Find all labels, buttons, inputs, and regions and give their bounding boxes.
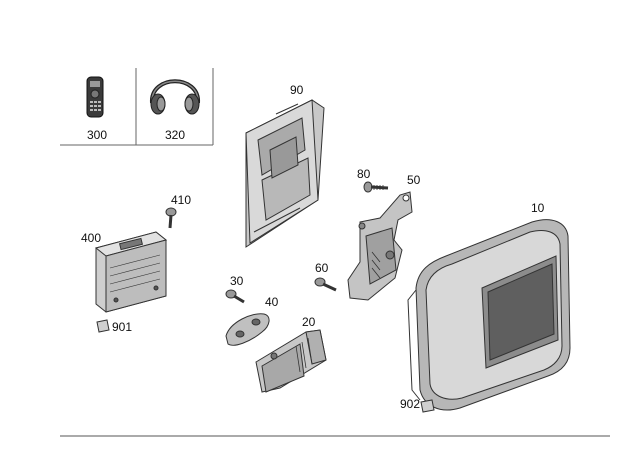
label-400: 400 — [81, 231, 101, 245]
label-320: 320 — [165, 128, 185, 142]
label-20: 20 — [302, 315, 316, 329]
clip-part — [225, 313, 270, 346]
rubber-pad-icon — [420, 399, 435, 413]
headphones-icon — [149, 79, 201, 115]
label-410: 410 — [171, 193, 191, 207]
screw-icon — [314, 277, 337, 292]
label-30: 30 — [230, 274, 244, 288]
label-90: 90 — [290, 83, 304, 97]
label-902: 902 — [400, 397, 420, 411]
label-40: 40 — [265, 295, 279, 309]
screw-icon — [225, 289, 245, 304]
screw-icon — [363, 181, 389, 193]
accessory-box — [60, 68, 214, 146]
module-unit-part — [94, 231, 168, 313]
rear-cover-part — [245, 99, 325, 248]
label-50: 50 — [407, 173, 421, 187]
label-300: 300 — [87, 128, 107, 142]
latch-mechanism-part — [255, 329, 327, 393]
label-60: 60 — [315, 261, 329, 275]
remote-control-icon — [86, 76, 104, 118]
label-901: 901 — [112, 320, 132, 334]
label-10: 10 — [531, 201, 545, 215]
screw-icon — [165, 207, 177, 229]
display-screen-part — [407, 219, 571, 411]
label-80: 80 — [357, 167, 371, 181]
rubber-pad-icon — [96, 319, 110, 333]
mounting-bracket-part — [347, 191, 413, 301]
